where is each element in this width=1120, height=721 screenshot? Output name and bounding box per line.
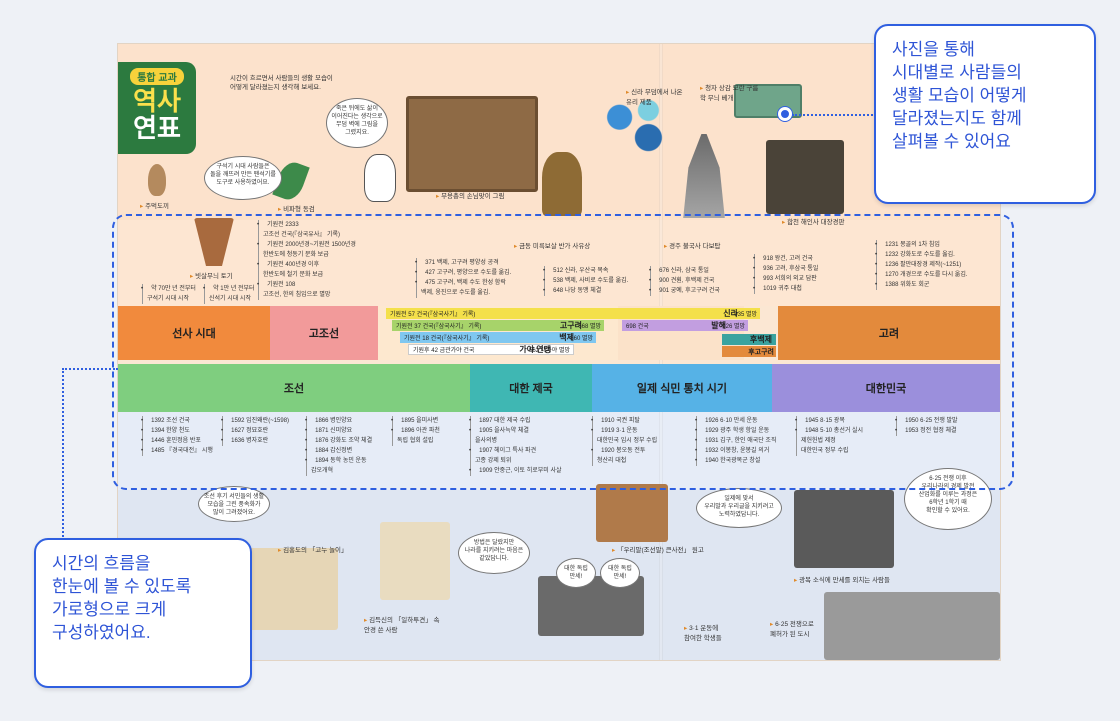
era-republic: 대한민국 bbox=[772, 364, 1000, 412]
callout-connector-left bbox=[62, 368, 64, 540]
events-colonial-1: 1910 국권 피탈1919 3·1 운동 대한민국 임시 정부 수립1920 … bbox=[592, 416, 657, 466]
caption-bipa-dagger: 비파형 동검 bbox=[278, 203, 315, 213]
logo-tag: 통합 교과 bbox=[130, 68, 184, 85]
bubble-war: 6·25 전쟁 이후 우리나라의 경제 발전 산업화를 이루는 과정은 6학년 … bbox=[904, 468, 992, 530]
caption-fist-axe: 주먹도끼 bbox=[140, 200, 169, 210]
timeline-highlight-frame bbox=[112, 214, 1014, 490]
bubble-flag2: 대한 독립 만세! bbox=[600, 558, 640, 588]
bubble-independence: 방법은 달랐지만 나라를 지키려는 마음은 같았답니다. bbox=[458, 532, 530, 574]
tomb-mural-image bbox=[406, 96, 538, 192]
era-prehistory: 선사 시대 bbox=[118, 306, 270, 360]
timeline-poster: 통합 교과 역사 연표 시간이 흐르면서 사람들의 생활 모습이 어떻게 달라졌… bbox=[118, 44, 1000, 660]
events-empire: 1897 대한 제국 수립1905 을사늑약 체결 을사의병1907 헤이그 특… bbox=[470, 416, 562, 476]
tripitaka-image bbox=[766, 140, 844, 214]
caption-buddha: 금동 미륵보살 반가 사유상 bbox=[514, 240, 590, 250]
events-joseon-4: 1895 을미사변1896 아관 파천 독립 협회 설립 bbox=[392, 416, 440, 446]
events-joseon-3: 1866 병인양요1871 신미양요1876 강화도 조약 체결1884 갑신정… bbox=[306, 416, 372, 476]
caption-dabotap: 경주 불국사 다보탑 bbox=[664, 240, 720, 250]
bubble-flag1: 대한 독립 만세! bbox=[556, 558, 596, 588]
logo-line2: 연표 bbox=[133, 113, 181, 143]
caption-dictionary: 「우리말(조선말) 큰사전」 원고 bbox=[612, 544, 704, 554]
caption-ilpyeon: 김득신의 「일하투견」 속 안경 쓴 사람 bbox=[364, 614, 440, 634]
caption-celadon: 청자 상감 모란 구름 학 무늬 베개 bbox=[700, 82, 758, 102]
events-three-kingdoms: 371 백제, 고구려 평양성 공격 427 고구려, 평양으로 수도를 옮김.… bbox=[416, 258, 511, 298]
sub-era-hubaekje: 후백제 bbox=[722, 334, 776, 345]
ruined-city-photo-image bbox=[824, 592, 1000, 660]
dictionary-manuscript-image bbox=[596, 484, 668, 542]
events-republic-1: 1945 8·15 광복1948 5·10 총선거 실시 제헌헌법 제정 대한민… bbox=[796, 416, 863, 456]
caption-ruined-city: 6·25 전쟁으로 폐허가 된 도시 bbox=[770, 618, 814, 638]
callout-connector-top bbox=[792, 114, 876, 116]
callout-connector-left-h bbox=[62, 368, 118, 370]
events-joseon-1: 1392 조선 건국1394 한양 천도1446 훈민정음 반포1485 『경국… bbox=[142, 416, 213, 456]
callout-horizontal-layout: 시간의 흐름을 한눈에 볼 수 있도록 가로형으로 크게 구성하였어요. bbox=[34, 538, 252, 688]
poster-logo: 통합 교과 역사 연표 bbox=[118, 62, 196, 154]
bubble-japanese-rule: 일제에 맞서 우리말과 우리글을 지키려고 노력하였답니다. bbox=[696, 488, 782, 528]
bubble-tomb: 죽은 뒤에도 삶이 이어진다는 생각으로 무덤 벽에 그림을 그렸지요. bbox=[326, 98, 388, 148]
events-prehistory-2: 약 1만 년 전부터 신석기 시대 시작 bbox=[204, 284, 255, 304]
events-joseon-2: 1592 임진왜란(~1598)1627 정묘호란1636 병자호란 bbox=[222, 416, 289, 446]
caption-tomb-mural: 무용총의 손님맞이 그림 bbox=[436, 190, 504, 200]
caption-ssireum: 김홍도의 「고누 놀이」 bbox=[278, 544, 347, 554]
logo-line1: 역사 bbox=[133, 86, 181, 116]
buddha-image bbox=[542, 152, 582, 216]
events-silla: 512 신라, 우산국 복속 538 백제, 사비로 수도를 옮김. 648 나… bbox=[544, 266, 628, 296]
events-republic-2: 1950 6·25 전쟁 발발1953 정전 협정 체결 bbox=[896, 416, 958, 436]
era-colonial: 일제 식민 통치 시기 bbox=[592, 364, 772, 412]
bubble-joseon: 조선 후기 서민들의 생활 모습을 그린 풍속화가 많이 그려졌어요. bbox=[198, 486, 270, 522]
era-korean-empire: 대한 제국 bbox=[470, 364, 592, 412]
caption-tripitaka: 합천 해인사 대장경판 bbox=[782, 216, 844, 226]
caption-comb-pottery: 빗살무늬 토기 bbox=[190, 270, 233, 280]
fist-axe-image bbox=[148, 164, 166, 196]
era-joseon: 조선 bbox=[118, 364, 470, 412]
events-gojoseon: 기원전 2333 고조선 건국(『삼국유사』 기록) 기원전 2000년경~기원… bbox=[258, 220, 356, 300]
liberation-photo-image bbox=[794, 490, 894, 568]
callout-anchor-dot bbox=[778, 107, 792, 121]
bubble-stone-tools: 구석기 시대 사람들은 돌을 깨뜨려 만든 뗀석기를 도구로 사용하였어요. bbox=[204, 156, 282, 200]
caption-liberation: 광복 소식에 만세를 외치는 사람들 bbox=[794, 574, 890, 584]
caption-march1: 3·1 운동에 참여한 학생들 bbox=[684, 622, 722, 642]
era-goryeo: 고려 bbox=[778, 306, 1000, 360]
callout-photos: 사진을 통해 시대별로 사람들의 생활 모습이 어떻게 달라졌는지도 함께 살펴… bbox=[874, 24, 1096, 204]
sub-era-hugoguryeo: 후고구려 bbox=[722, 346, 776, 357]
ssireum-painting-image bbox=[238, 548, 338, 630]
intro-text: 시간이 흐르면서 사람들의 생활 모습이 어떻게 달라졌는지 생각해 보세요. bbox=[230, 75, 333, 91]
events-goryeo-early: 918 왕건, 고려 건국 936 고려, 후삼국 통일 993 서희의 외교 … bbox=[754, 254, 818, 294]
events-colonial-2: 1926 6·10 만세 운동1929 광주 학생 항일 운동1931 김구, … bbox=[696, 416, 776, 466]
events-unified: 676 신라, 삼국 통일 900 견훤, 후백제 건국 901 궁예, 후고구… bbox=[650, 266, 720, 296]
mascot-character bbox=[364, 154, 396, 202]
era-gojoseon: 고조선 bbox=[270, 306, 378, 360]
events-prehistory: 약 70만 년 전부터 구석기 시대 시작 bbox=[142, 284, 196, 304]
events-goryeo-late: 1231 몽골의 1차 침입 1232 강화도로 수도를 옮김. 1236 팔만… bbox=[876, 240, 968, 290]
caption-glassware: 신라 무덤에서 나온 유리 제품 bbox=[626, 86, 683, 106]
ilpyeon-painting-image bbox=[380, 522, 450, 600]
